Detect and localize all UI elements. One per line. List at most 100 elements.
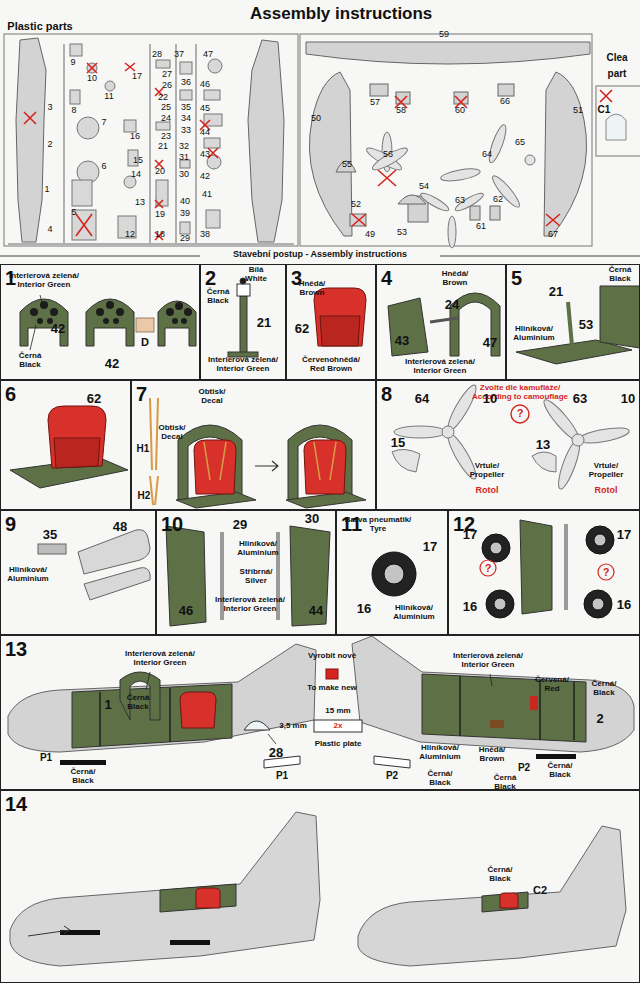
instrument-dial: [175, 302, 183, 310]
label-text: ?: [517, 407, 524, 419]
label-text: Hliníková/ Aluminium: [237, 539, 278, 557]
label-text: 35: [43, 527, 57, 542]
step-number: 9: [1, 511, 16, 534]
pilot-seat: [48, 406, 106, 468]
label-text: 60: [455, 105, 465, 115]
propeller: [572, 434, 584, 446]
label-text: 31: [179, 152, 189, 162]
label-text: 40: [180, 196, 190, 206]
label-text: 21: [549, 284, 563, 299]
label-text: Černá/ Black: [428, 769, 453, 787]
label-text: Plastic parts: [7, 20, 72, 32]
cockpit-opening: [160, 884, 236, 912]
part-number: 16: [617, 598, 631, 612]
label-text: 21: [257, 315, 271, 330]
callout-number: 57: [370, 98, 380, 108]
callout-number: 61: [476, 222, 486, 232]
callout-number: 50: [311, 114, 321, 124]
sprue-runner: [175, 44, 177, 244]
label-text: 16: [357, 601, 371, 616]
colour-note: Hliníková/ Aluminium: [511, 325, 557, 343]
label-text: 18: [155, 229, 165, 239]
fuselage: [10, 812, 626, 966]
colour-note: Zvolte dle kamufláže/ According to camou…: [464, 384, 576, 402]
pilot-seat: [194, 440, 236, 494]
part-number: 62: [295, 322, 309, 336]
propeller: [442, 426, 454, 438]
gear-door: [166, 526, 330, 626]
seat-frame: [600, 286, 640, 348]
colour-note: Bílá White: [241, 266, 271, 284]
label-text: Červenohnědá/ Red Brown: [302, 355, 360, 373]
colour-note: Černá Black: [123, 694, 153, 712]
callout-number: 34: [181, 114, 191, 124]
propeller-part: [440, 166, 481, 183]
step-number: 6: [1, 381, 16, 404]
leader-line: [30, 295, 42, 350]
callout-number: 15 mm: [325, 707, 350, 716]
label-text: Vrtule/ Propeller: [470, 461, 505, 479]
propeller-part: [453, 191, 485, 214]
colour-note: Interierová zelená/ Interior Green: [2, 272, 86, 290]
callout-number: 46: [200, 80, 210, 90]
gear-door: [166, 526, 206, 626]
wheel: [586, 526, 614, 554]
callout-number: 24: [161, 114, 171, 124]
plastic-plate: [314, 720, 362, 732]
assembly-arrow: [28, 926, 70, 936]
sprue-frame: [300, 34, 592, 246]
label-text: 48: [113, 519, 127, 534]
colour-note: Červená/ Red: [532, 676, 572, 694]
leader-line: [490, 674, 492, 686]
camouflage-circle: [511, 405, 529, 423]
label-text: Interierová zelená/ Interior Green: [405, 357, 475, 375]
step-panel: 7: [131, 380, 376, 510]
wing-part: [370, 84, 388, 96]
wheel: [482, 534, 510, 562]
callout-number: 11: [104, 92, 113, 102]
part-number: 10: [621, 392, 635, 406]
frame-rib: [100, 676, 574, 746]
label-text: 47: [203, 49, 213, 59]
part-number: 42: [51, 322, 65, 336]
label-text: 39: [180, 208, 190, 218]
callout-number: 41: [202, 190, 212, 200]
label-text: Vrtule/ Propeller: [589, 461, 624, 479]
label-text: Černá Black: [609, 265, 632, 283]
instrument-dial: [116, 308, 124, 316]
label-text: 9: [70, 57, 75, 67]
colour-note: Černá/ Black: [425, 770, 455, 788]
propeller: [444, 382, 480, 433]
label-text: 63: [573, 391, 587, 406]
colour-note: Hnědá/ Brown: [292, 280, 332, 298]
pilot-seat: [180, 692, 216, 728]
label-text: ?: [485, 562, 492, 574]
label-text: Vyrobit nové: [308, 651, 356, 660]
instrument-dial: [181, 318, 187, 324]
label-text: Plastic plate: [315, 739, 362, 748]
small-part: [118, 216, 136, 238]
callout-number: 13: [135, 198, 145, 208]
label-text: 45: [200, 103, 210, 113]
colour-note: Hliníková/ Aluminium: [417, 744, 463, 762]
wheel: [372, 552, 416, 596]
callout-number: Stavební postup - Assembly instructions: [233, 250, 407, 260]
wing-part: [306, 42, 590, 236]
step-number: 4: [377, 265, 392, 288]
red-part: [530, 696, 538, 710]
callout-number: 9: [70, 58, 75, 68]
label-text: 29: [180, 233, 190, 243]
label-text: 24: [445, 297, 459, 312]
label-text: C1: [598, 104, 611, 115]
callout-number: 42: [200, 172, 210, 182]
part-number: 62: [87, 392, 101, 406]
callout-number: 52: [351, 200, 361, 210]
wheel: [584, 590, 612, 618]
propeller-part: [370, 145, 410, 174]
label-text: 25: [161, 102, 171, 112]
sprue-frame: [596, 86, 640, 156]
label-text: part: [608, 68, 627, 79]
part-number: 15: [391, 436, 405, 450]
